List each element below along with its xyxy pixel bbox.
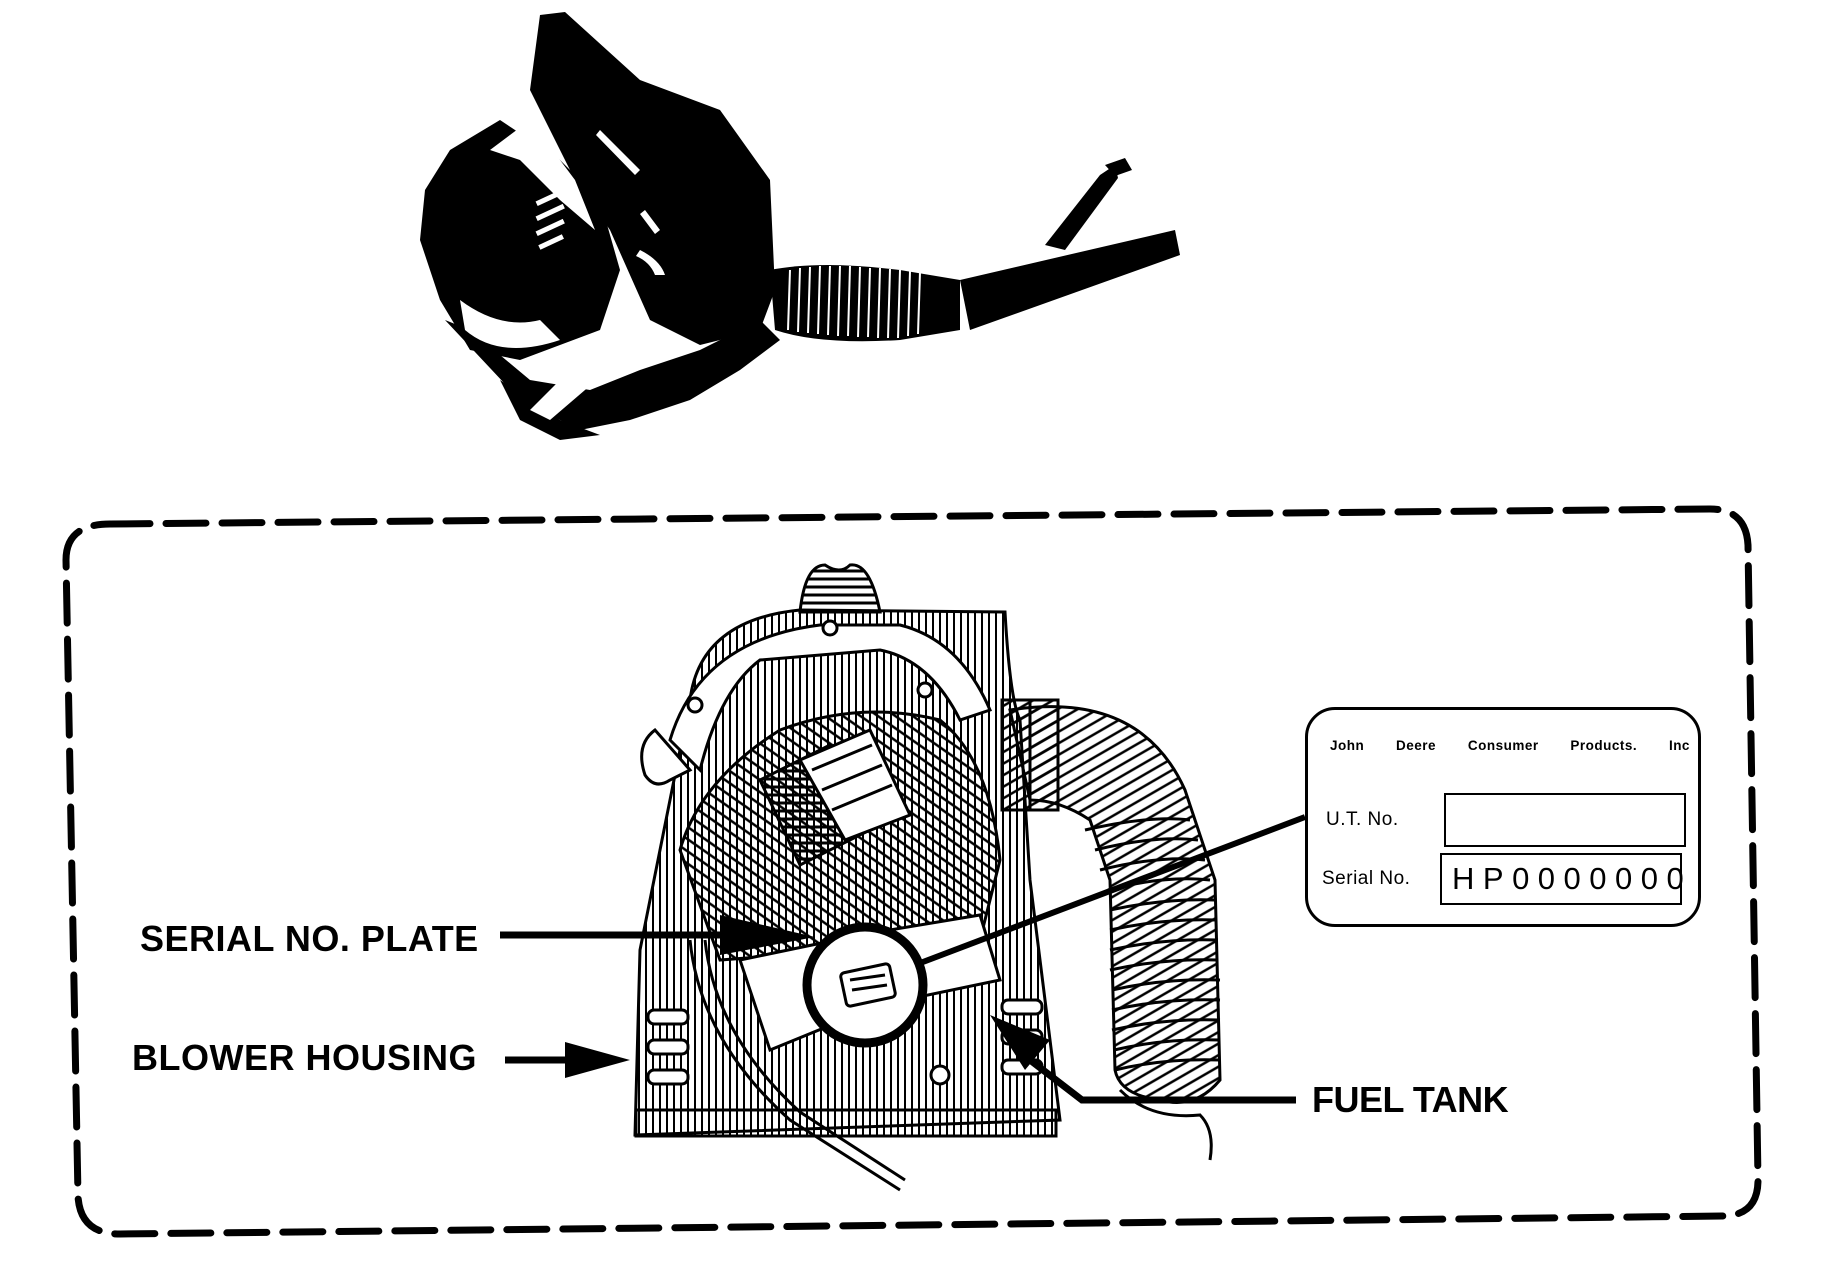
serial-plate-arrowhead — [720, 915, 815, 955]
plate-word: Consumer — [1467, 738, 1539, 753]
plate-word: Deere — [1396, 738, 1437, 753]
ut-number-label: U.T. No. — [1326, 809, 1399, 830]
serial-number-box: HP0000000 — [1440, 853, 1684, 905]
photo-hose-ribs — [787, 265, 921, 339]
fuel-tank-arrowhead — [990, 1015, 1050, 1070]
drawing-housing — [633, 563, 1062, 1192]
plate-serial-row: Serial No. HP0000000 — [1322, 853, 1684, 905]
serial-plate-label: SERIAL NO. PLATE — [140, 918, 479, 959]
plate-connector-leader — [913, 814, 1307, 968]
photo-highlights — [460, 120, 665, 420]
leader-lines — [500, 814, 1307, 1104]
serial-number-plate-detail: John Deere Consumer Products. Inc U.T. N… — [1305, 707, 1701, 927]
fuel-tank-label: FUEL TANK — [1312, 1079, 1509, 1120]
drawing-hose — [1008, 705, 1222, 1161]
plate-word: John — [1330, 738, 1365, 753]
plate-word: Inc — [1668, 738, 1690, 753]
plate-word: Products. — [1570, 738, 1638, 753]
plate-manufacturer: John Deere Consumer Products. Inc — [1330, 738, 1690, 753]
plate-ut-row: U.T. No. — [1322, 793, 1686, 847]
blower-housing-arrowhead — [565, 1042, 630, 1078]
serial-number-label: Serial No. — [1322, 868, 1411, 889]
fuel-tank-leader — [1027, 1057, 1296, 1104]
ut-number-box — [1444, 793, 1686, 847]
blower-housing-label: BLOWER HOUSING — [132, 1037, 477, 1078]
